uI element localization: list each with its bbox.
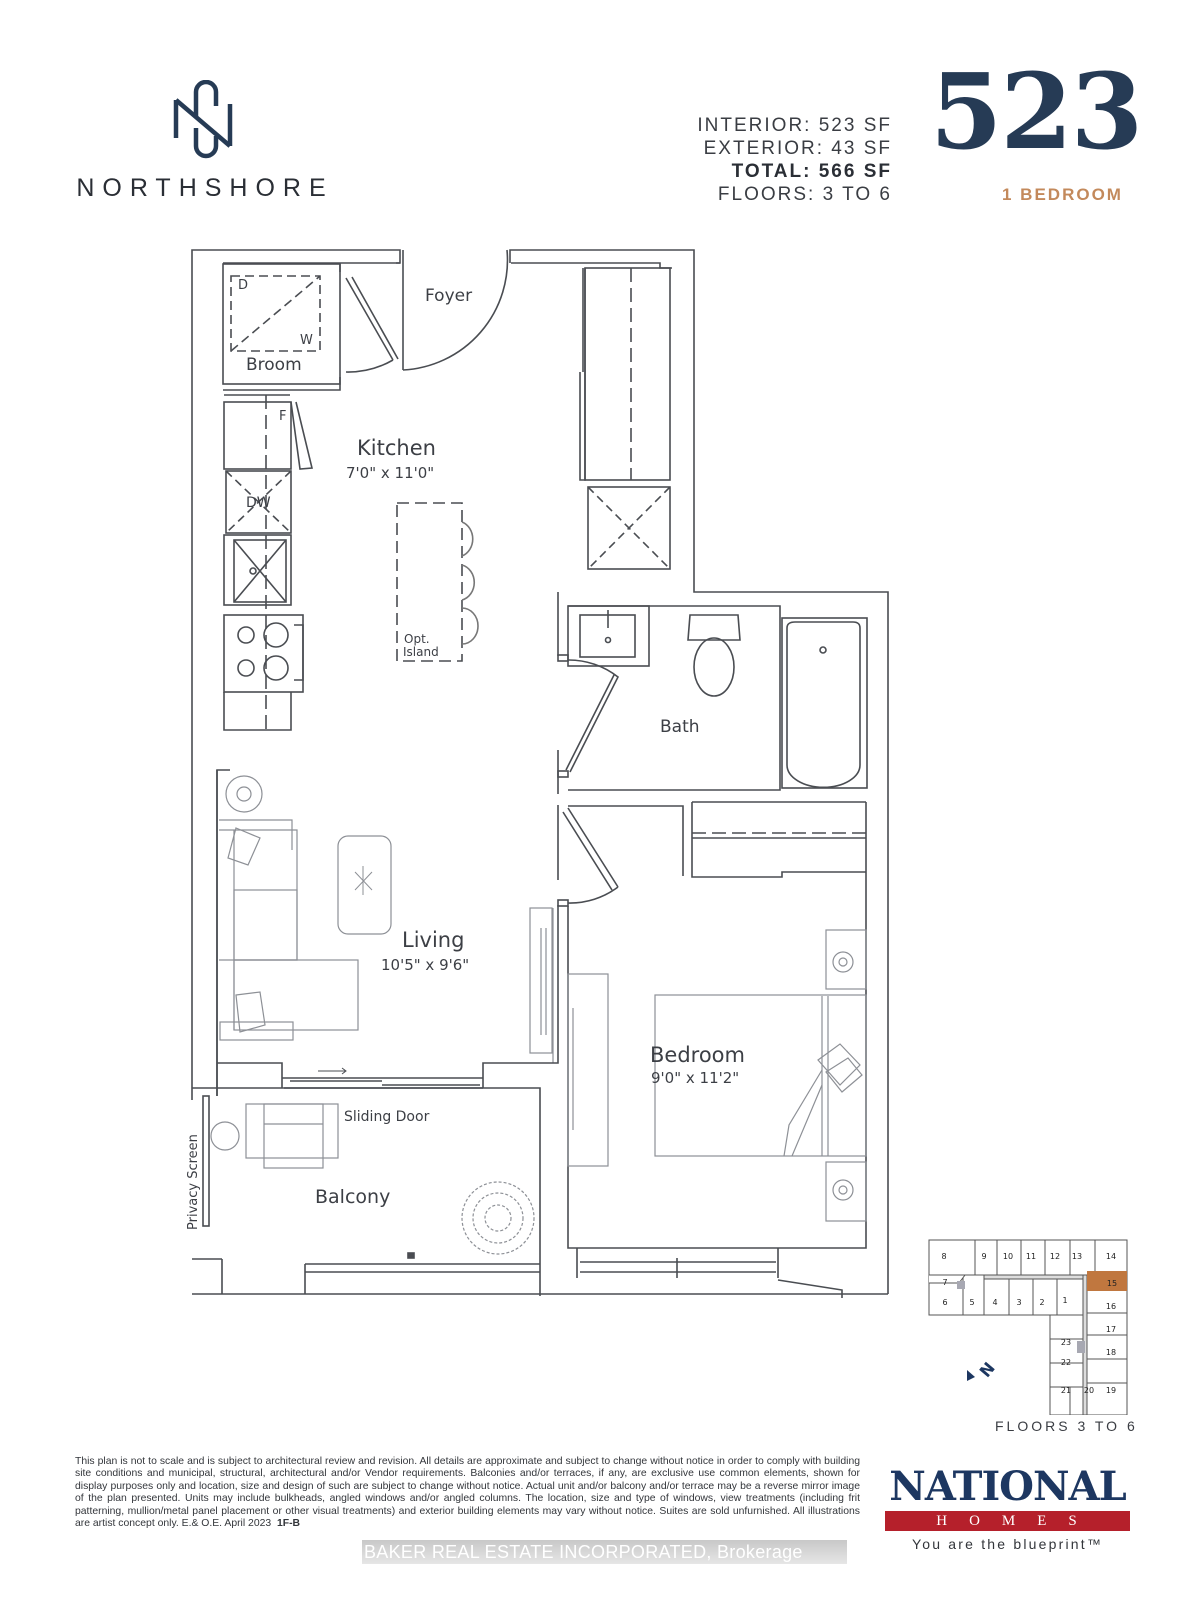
disclaimer: This plan is not to scale and is subject… <box>75 1456 860 1530</box>
svg-text:8: 8 <box>941 1252 946 1261</box>
builder-tagline: You are the blueprint™ <box>911 1536 1104 1552</box>
living-label: Living <box>402 928 464 952</box>
svg-text:11: 11 <box>1026 1252 1036 1261</box>
privacy-screen-label: Privacy Screen <box>186 1134 201 1230</box>
brand-name: NORTHSHORE <box>76 174 334 202</box>
svg-text:5: 5 <box>969 1298 974 1307</box>
fridge-label: F <box>279 409 286 424</box>
island-label-1: Opt. <box>404 632 430 646</box>
svg-text:7: 7 <box>942 1278 947 1287</box>
dryer-label: D <box>238 278 248 293</box>
brokerage-watermark: BAKER REAL ESTATE INCORPORATED, Brokerag… <box>362 1540 847 1564</box>
total-area: TOTAL: 566 SF <box>731 161 892 182</box>
highlighted-unit <box>1087 1271 1127 1291</box>
north-arrow-icon: N <box>967 1358 999 1381</box>
unit-type: 1 BEDROOM <box>1002 185 1123 204</box>
builder-sub: HOMES <box>885 1511 1130 1531</box>
kitchen-dims: 7'0" x 11'0" <box>346 464 434 482</box>
plan-code: 1F-B <box>276 1518 301 1530</box>
dishwasher-label: DW <box>246 495 271 511</box>
bath-label: Bath <box>660 717 700 737</box>
svg-text:9: 9 <box>981 1252 986 1261</box>
svg-text:1: 1 <box>1062 1296 1067 1305</box>
floors-range: FLOORS: 3 TO 6 <box>717 184 892 205</box>
svg-text:18: 18 <box>1106 1348 1116 1357</box>
sliding-door-label: Sliding Door <box>344 1109 430 1125</box>
exterior-area: EXTERIOR: 43 SF <box>703 138 892 159</box>
svg-text:12: 12 <box>1050 1252 1060 1261</box>
svg-text:21: 21 <box>1061 1386 1071 1395</box>
svg-text:6: 6 <box>942 1298 947 1307</box>
svg-text:N: N <box>976 1358 999 1380</box>
island-label-2: Island <box>403 645 439 659</box>
svg-text:3: 3 <box>1016 1298 1021 1307</box>
floor-plan: Foyer D W Broom F DW Kitchen 7'0" x 11'0… <box>186 249 889 1298</box>
svg-text:16: 16 <box>1106 1302 1116 1311</box>
svg-text:14: 14 <box>1106 1252 1116 1261</box>
svg-text:13: 13 <box>1072 1252 1082 1261</box>
balcony-label: Balcony <box>315 1186 390 1208</box>
national-homes-logo: NATIONAL HOMES You are the blueprint™ <box>885 1465 1130 1552</box>
svg-text:10: 10 <box>1003 1252 1013 1261</box>
ns-monogram-icon <box>173 80 233 159</box>
keyplan-caption: FLOORS 3 TO 6 <box>995 1418 1138 1434</box>
kitchen-label: Kitchen <box>357 436 436 460</box>
northshore-logo: NORTHSHORE <box>60 80 350 203</box>
broom-label: Broom <box>246 355 302 375</box>
builder-name: NATIONAL <box>889 1463 1126 1510</box>
bedroom-label: Bedroom <box>650 1043 745 1067</box>
svg-text:19: 19 <box>1106 1386 1116 1395</box>
washer-label: W <box>300 333 313 348</box>
unit-number: 523 <box>930 50 1143 173</box>
living-dims: 10'5" x 9'6" <box>381 956 469 974</box>
svg-text:17: 17 <box>1106 1325 1116 1334</box>
disclaimer-text: This plan is not to scale and is subject… <box>75 1456 860 1530</box>
svg-text:2: 2 <box>1039 1298 1044 1307</box>
svg-text:15: 15 <box>1107 1279 1117 1288</box>
foyer-label: Foyer <box>425 286 472 306</box>
unit-specs: INTERIOR: 523 SF EXTERIOR: 43 SF TOTAL: … <box>697 114 892 206</box>
svg-text:22: 22 <box>1061 1358 1071 1367</box>
svg-text:20: 20 <box>1084 1386 1094 1395</box>
svg-text:4: 4 <box>992 1298 997 1307</box>
bedroom-dims: 9'0" x 11'2" <box>651 1069 739 1087</box>
svg-text:23: 23 <box>1061 1338 1071 1347</box>
interior-area: INTERIOR: 523 SF <box>697 115 892 136</box>
